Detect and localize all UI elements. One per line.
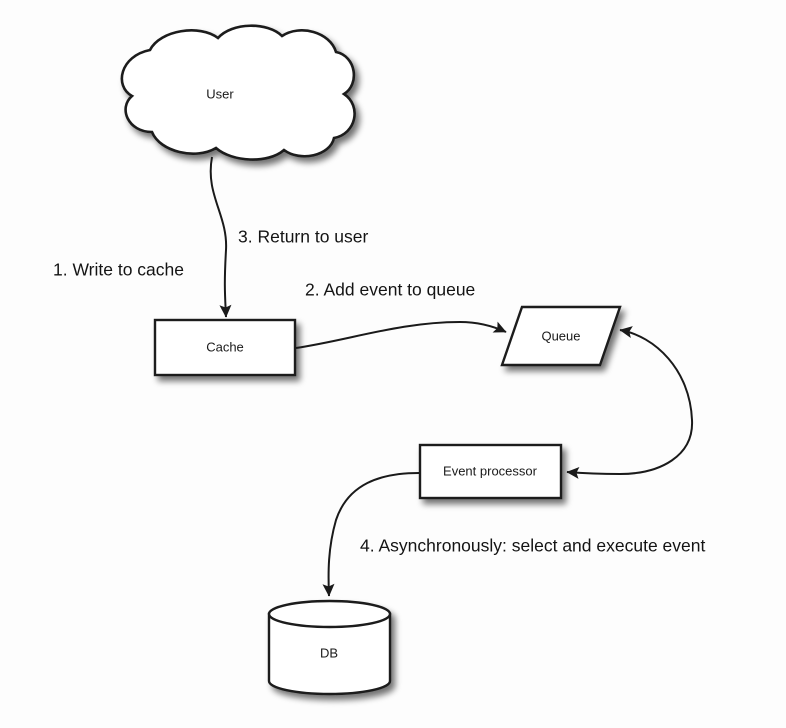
cache-shape (153, 318, 297, 377)
node-db-label: DB (320, 645, 338, 660)
node-cache[interactable]: Cache (153, 318, 297, 377)
step-label-1: 1. Write to cache (53, 260, 184, 280)
edge-event-processor-to-db (322, 472, 420, 597)
node-db[interactable]: DB (267, 599, 392, 696)
edge-user-to-cache (209, 156, 232, 318)
edge-cache-to-queue (295, 320, 507, 349)
edge-queue-event-processor (566, 326, 694, 479)
step-label-3: 3. Return to user (238, 227, 369, 247)
node-cache-label: Cache (206, 339, 244, 354)
node-event-processor-label: Event processor (443, 463, 538, 478)
node-event-processor[interactable]: Event processor (418, 443, 563, 500)
db-top (267, 599, 392, 629)
node-queue-label: Queue (541, 328, 580, 343)
db-body (267, 612, 392, 696)
step-label-4: 4. Asynchronously: select and execute ev… (360, 536, 705, 556)
event-processor-shape (418, 443, 563, 500)
node-user[interactable]: User (120, 24, 356, 161)
node-queue[interactable]: Queue (500, 305, 622, 367)
node-user-label: User (206, 86, 234, 101)
cloud-shape (120, 24, 356, 161)
step-label-2: 2. Add event to queue (305, 280, 475, 300)
